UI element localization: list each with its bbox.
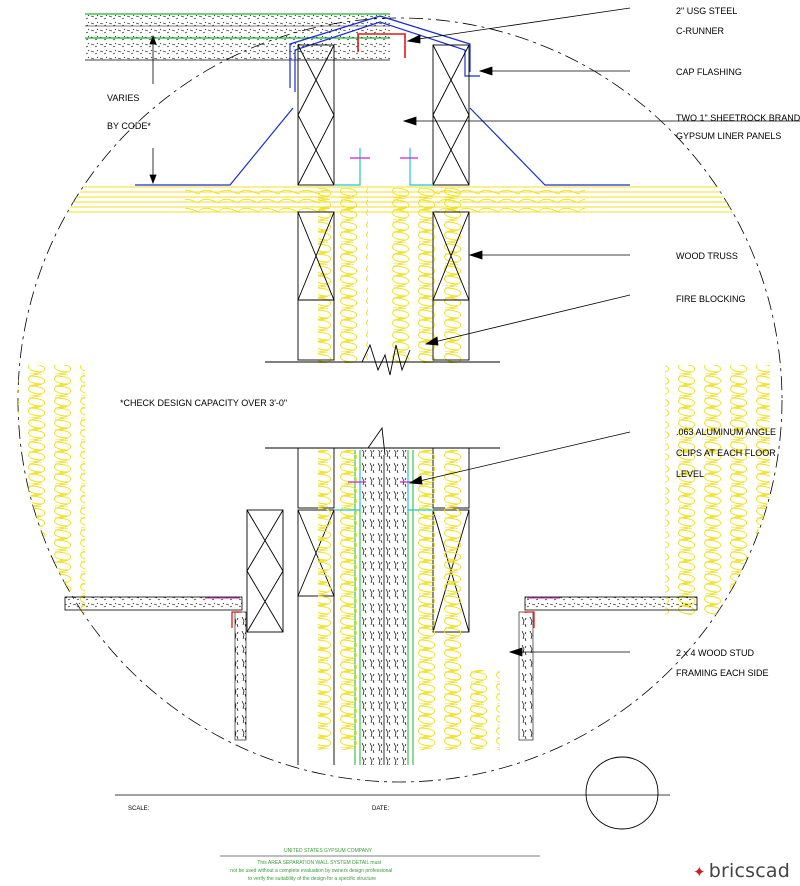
fire-blocking-label: FIRE BLOCKING	[676, 294, 746, 304]
cap-flashing-label: CAP FLASHING	[676, 67, 742, 77]
upper-insulation-left	[318, 188, 368, 363]
stud-framing	[231, 611, 535, 741]
wood-truss	[297, 211, 470, 361]
exterior-insulation-left	[18, 365, 85, 615]
bricscad-wordmark: bricscad	[708, 860, 790, 882]
upper-truss-blocks	[297, 44, 470, 186]
steel-c-runner	[357, 33, 406, 58]
roof-deck-left	[85, 13, 390, 61]
bricscad-logo: ✦bricscad	[693, 860, 790, 882]
bricscad-mark-icon: ✦	[692, 863, 706, 881]
break-line-upper	[265, 343, 500, 376]
floor-slab-right	[524, 596, 698, 611]
wood-truss-label: WOOD TRUSS	[676, 251, 738, 261]
gypsum-liner-panels	[354, 450, 414, 765]
company-name: UNITED STATES GYPSUM COMPANY	[284, 848, 373, 854]
date-label: DATE:	[372, 806, 390, 812]
varies-dimension	[149, 34, 157, 185]
leader-lines	[402, 7, 800, 657]
cap-flashing	[135, 15, 630, 186]
floor-slab-left	[64, 596, 243, 611]
ceiling-layer	[18, 186, 782, 213]
disclaimer-text: This AREA SEPARATION WALL SYSTEM DETAIL …	[230, 860, 393, 882]
lower-insulation-left	[318, 450, 360, 750]
upper-insulation-right	[392, 188, 467, 363]
lower-insulation-fill	[455, 670, 500, 750]
upper-angle-clips	[335, 148, 433, 186]
exterior-insulation-right	[665, 365, 770, 615]
title-block	[115, 756, 670, 857]
check-design-note: *CHECK DESIGN CAPACITY OVER 3'-0"	[120, 398, 287, 408]
scale-label: SCALE:	[128, 806, 150, 812]
